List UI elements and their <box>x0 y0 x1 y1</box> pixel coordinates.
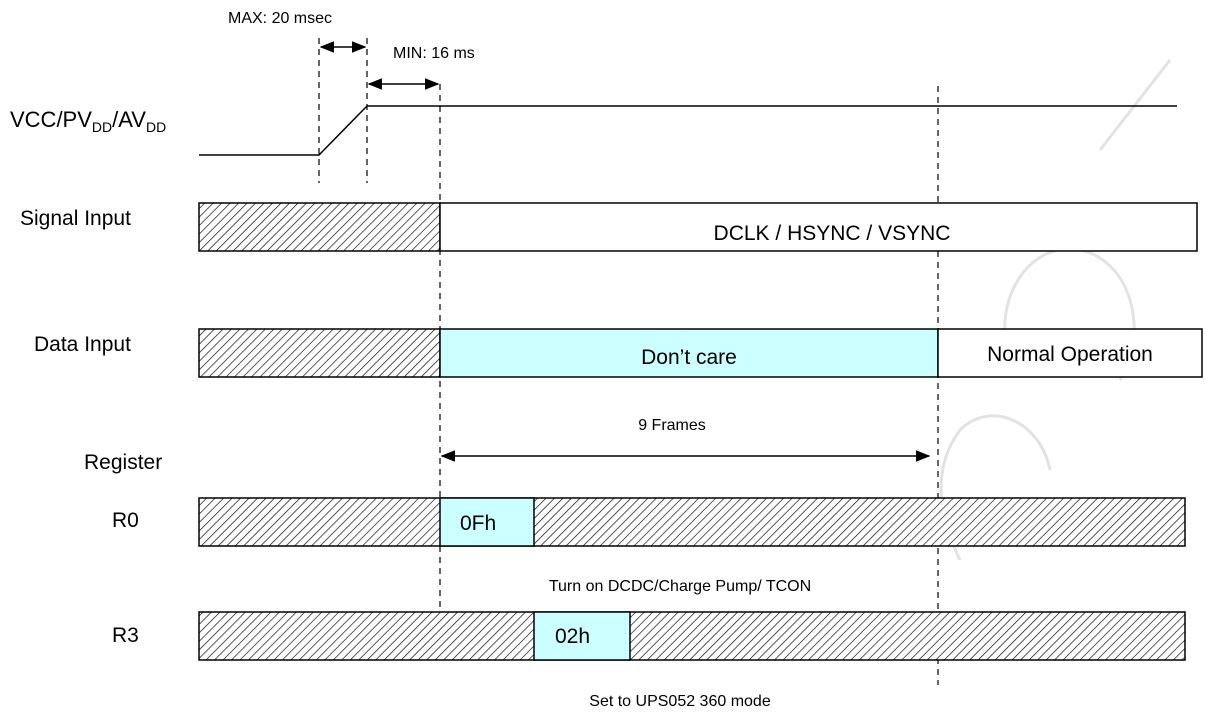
power-label: VCC/PVDD/AVDD <box>10 107 166 135</box>
power-label-sub1: DD <box>92 119 112 135</box>
data-input-label: Data Input <box>34 333 131 356</box>
frames-label: 9 Frames <box>638 417 706 434</box>
watermark <box>939 59 1172 561</box>
dont-care-block <box>439 328 939 378</box>
signal-active-block <box>439 202 1198 252</box>
power-waveform <box>199 105 1177 156</box>
r0-value: 0Fh <box>460 512 496 535</box>
signal-input-label: Signal Input <box>20 207 131 230</box>
max-time-label: MAX: 20 msec <box>228 10 332 27</box>
r0-note: Turn on DCDC/Charge Pump/ TCON <box>549 578 811 595</box>
power-label-mid: /AV <box>112 107 146 132</box>
r0-label: R0 <box>112 509 139 532</box>
min-time-label: MIN: 16 ms <box>393 45 475 62</box>
normal-operation-block <box>937 328 1203 378</box>
r3-note: Set to UPS052 360 mode <box>589 693 771 710</box>
r0-hatch-block <box>198 497 1186 547</box>
signal-hatch-block <box>198 202 441 252</box>
r0-value-block <box>439 497 535 547</box>
r3-value-block <box>533 611 631 661</box>
normal-operation-text: Normal Operation <box>987 343 1153 366</box>
data-hatch-block <box>198 328 441 378</box>
r3-hatch-block <box>198 611 1186 661</box>
power-label-main: VCC/PV <box>10 107 92 132</box>
signal-text: DCLK / HSYNC / VSYNC <box>714 222 951 245</box>
power-label-sub2: DD <box>146 119 166 135</box>
guide-lines <box>318 38 939 685</box>
register-heading: Register <box>84 451 162 474</box>
dont-care-text: Don’t care <box>641 346 737 369</box>
r3-value: 02h <box>555 625 590 648</box>
r3-label: R3 <box>112 624 139 647</box>
